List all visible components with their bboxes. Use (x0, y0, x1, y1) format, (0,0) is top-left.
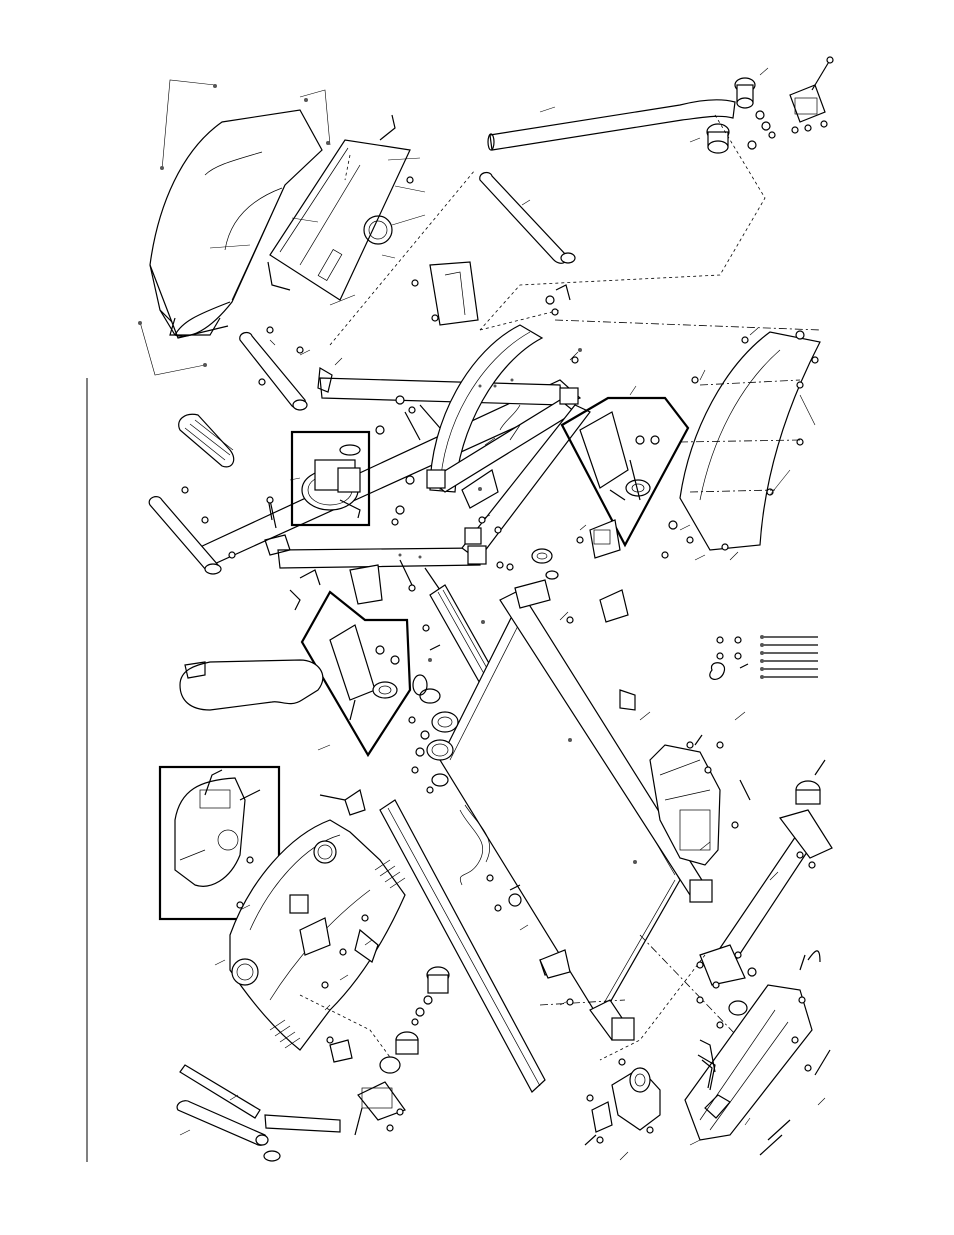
frame-bracket (430, 262, 570, 325)
rear-roller-assembly (585, 1059, 660, 1145)
centerline (555, 320, 820, 330)
left-handrail (177, 1065, 340, 1161)
left-upright-tube (240, 333, 332, 410)
left-upright-base (355, 967, 449, 1135)
drive-belt (179, 414, 234, 467)
fastener-set (710, 635, 818, 679)
console-base (230, 820, 405, 1050)
deck-cover (669, 331, 820, 550)
right-upright-tube (480, 173, 575, 264)
right-handrail (488, 100, 735, 150)
walking-belt (180, 660, 323, 710)
